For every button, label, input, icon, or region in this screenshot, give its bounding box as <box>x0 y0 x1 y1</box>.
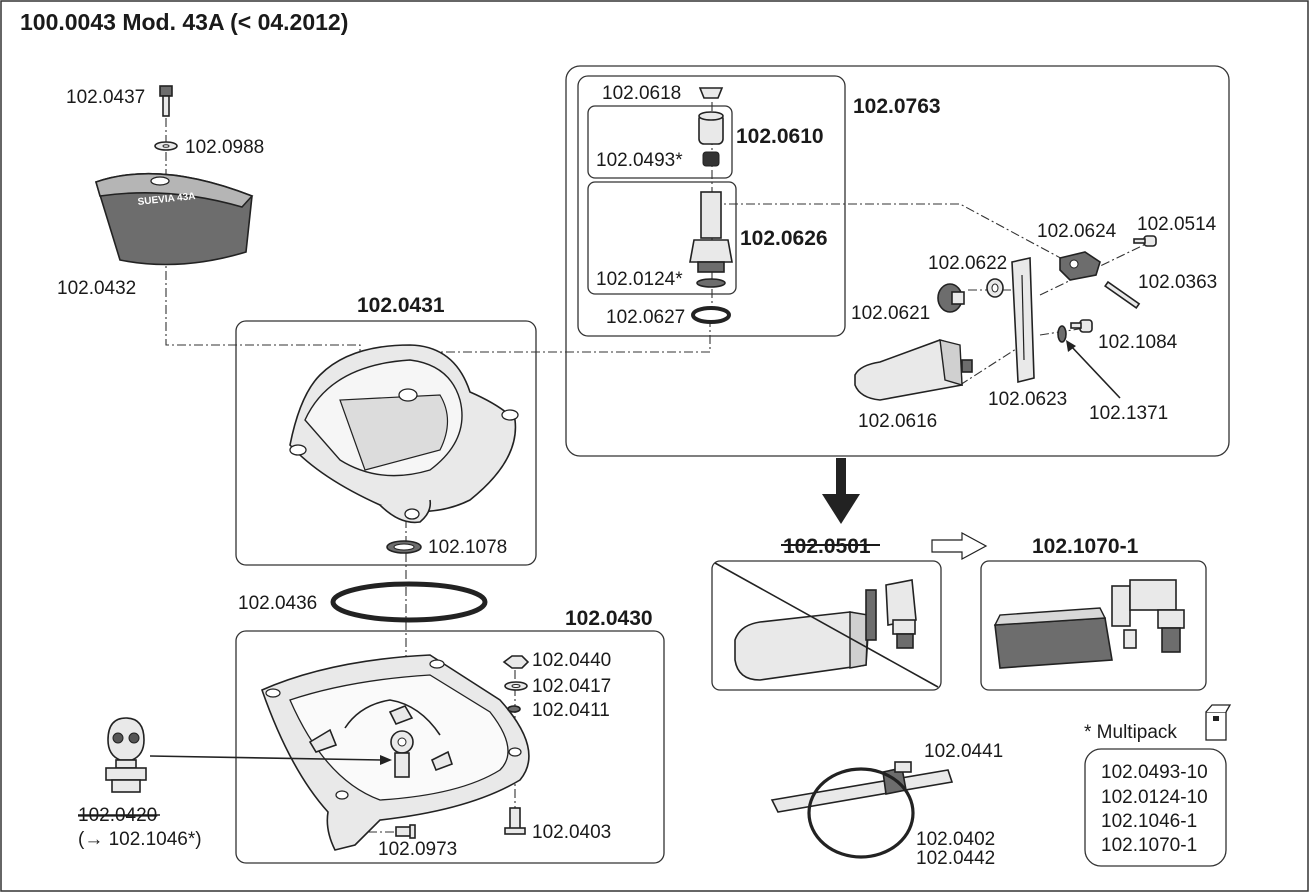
label-102-0626: 102.0626 <box>740 227 828 250</box>
label-102-0501: 102.0501 <box>783 535 871 558</box>
label-102-0514: 102.0514 <box>1137 214 1217 235</box>
multipack-item: 102.0493-10 <box>1101 762 1208 783</box>
bolt-icon <box>159 85 173 117</box>
old-valve-box <box>711 560 942 691</box>
valve-head-box <box>587 105 733 179</box>
trough-bowl-icon <box>289 344 519 524</box>
label-102-1070-1: 102.1070-1 <box>1032 535 1139 558</box>
label-102-0616: 102.0616 <box>858 411 937 432</box>
package-icon <box>1205 704 1232 741</box>
label-102-1078: 102.1078 <box>428 537 507 558</box>
label-102-0440: 102.0440 <box>532 650 611 671</box>
arrow-right-icon <box>931 531 988 561</box>
pin-icon <box>1104 280 1141 310</box>
valve-cap-icon <box>698 87 724 99</box>
o-ring-small-icon <box>696 278 726 288</box>
multipack-item: 102.0124-10 <box>1101 787 1208 808</box>
old-valve-icon <box>734 579 917 681</box>
small-bolt-icon <box>1133 235 1157 247</box>
multipack-item: 102.1046-1 <box>1101 811 1197 832</box>
label-102-0430: 102.0430 <box>565 607 653 630</box>
nut-icon <box>502 655 530 669</box>
arrow-down-icon <box>822 458 860 524</box>
lever-bracket-icon <box>1059 251 1101 281</box>
bowl-box <box>235 320 537 566</box>
label-102-0624: 102.0624 <box>1037 221 1117 242</box>
diagram-title: 100.0043 Mod. 43A (< 04.2012) <box>20 9 348 35</box>
screw-icon <box>1070 319 1093 333</box>
lock-washer-icon <box>1057 325 1067 343</box>
label-102-0618: 102.0618 <box>602 83 681 104</box>
knob-icon <box>937 283 965 313</box>
multipack-item: 102.1070-1 <box>1101 835 1197 856</box>
multipack-heading: * Multipack <box>1084 722 1177 743</box>
nipple-fitting-icon <box>105 717 147 793</box>
label-102-0441: 102.0441 <box>924 741 1003 762</box>
label-102-0403: 102.0403 <box>532 822 611 843</box>
valve-body-box <box>587 181 737 295</box>
pointer-line <box>149 755 383 761</box>
float-arm-icon <box>1011 257 1035 384</box>
float-icon <box>854 339 973 401</box>
label-102-0763: 102.0763 <box>853 95 941 118</box>
arrowhead-icon <box>1066 340 1076 352</box>
gasket-icon <box>691 306 731 324</box>
valve-assembly-box <box>565 65 1230 457</box>
valve-subgroup-box <box>577 75 846 337</box>
new-valve-icon <box>993 579 1185 669</box>
label-102-0623: 102.0623 <box>988 389 1067 410</box>
center-fitting-icon <box>390 730 414 778</box>
lock-washer-icon <box>507 705 521 713</box>
label-102-0437: 102.0437 <box>66 87 145 108</box>
label-102-0621: 102.0621 <box>851 303 930 324</box>
label-102-0402: 102.0402 <box>916 829 995 850</box>
label-102-0417: 102.0417 <box>532 676 611 697</box>
label-102-0610: 102.0610 <box>736 125 824 148</box>
base-box <box>235 630 665 864</box>
label-102-0493: 102.0493* <box>596 150 683 171</box>
valve-head-icon <box>698 111 724 145</box>
label-102-0436: 102.0436 <box>238 593 317 614</box>
seal-icon <box>702 151 720 167</box>
strikethrough-line <box>714 562 939 688</box>
pointer-line <box>1069 344 1121 399</box>
label-102-0973: 102.0973 <box>378 839 457 860</box>
o-ring-icon <box>330 581 488 623</box>
label-102-1084: 102.1084 <box>1098 332 1178 353</box>
small-screw-icon <box>395 824 416 839</box>
bowl-cover-icon: SUEVIA 43A <box>95 172 254 266</box>
valve-body-icon <box>689 191 733 273</box>
arrowhead-icon <box>380 755 392 765</box>
label-102-0363: 102.0363 <box>1138 272 1217 293</box>
label-102-1371: 102.1371 <box>1089 403 1168 424</box>
label-102-0442: 102.0442 <box>916 848 995 869</box>
screw-icon <box>504 807 526 835</box>
multipack-box <box>1084 748 1227 867</box>
clamp-ring-icon <box>807 767 915 859</box>
label-102-0411: 102.0411 <box>532 700 610 721</box>
new-valve-box <box>980 560 1207 691</box>
label-102-0432: 102.0432 <box>57 278 136 299</box>
label-102-0988: 102.0988 <box>185 137 264 158</box>
label-102-0431: 102.0431 <box>357 294 445 317</box>
label-102-0420-note: (→ 102.1046*) <box>78 829 202 850</box>
label-102-0124: 102.0124* <box>596 269 683 290</box>
label-102-0622: 102.0622 <box>928 253 1007 274</box>
label-102-0627: 102.0627 <box>606 307 685 328</box>
